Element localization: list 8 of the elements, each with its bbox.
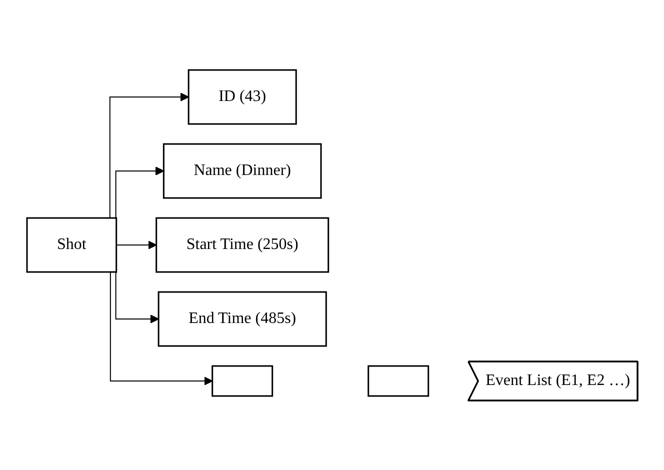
- node-box: [211, 365, 273, 396]
- node-box: ID (43): [188, 69, 297, 124]
- node-box: [367, 365, 429, 396]
- node-box: Start Time (250s): [155, 217, 329, 272]
- node-box: Name (Dinner): [162, 143, 322, 198]
- node-box: End Time (485s): [158, 291, 327, 346]
- arrow: [116, 240, 156, 250]
- node-box: Shot: [26, 217, 117, 272]
